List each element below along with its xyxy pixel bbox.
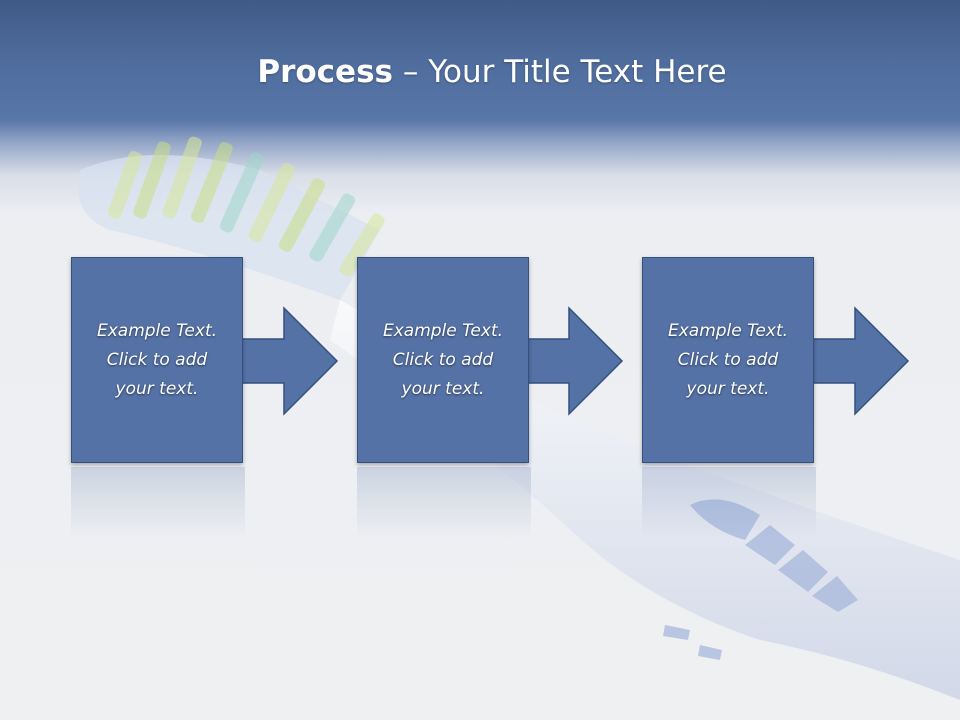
step-reflection: [71, 467, 245, 539]
arrow-right-icon: [521, 306, 624, 416]
slide-title[interactable]: Process – Your Title Text Here: [0, 54, 960, 90]
step-text-line: Example Text.: [667, 320, 789, 341]
step-reflection: [642, 467, 816, 539]
step-reflection: [357, 467, 531, 539]
step-box-3[interactable]: Example Text. Click to add your text.: [642, 257, 814, 463]
step-box-1[interactable]: Example Text. Click to add your text.: [71, 257, 243, 463]
arrow-right-icon: [236, 306, 339, 416]
step-text-line: Click to add: [392, 349, 494, 370]
step-text-line: Example Text.: [382, 320, 504, 341]
step-text-line: Click to add: [106, 349, 208, 370]
step-box-2[interactable]: Example Text. Click to add your text.: [357, 257, 529, 463]
step-text-line: Click to add: [677, 349, 779, 370]
arrow-right-icon: [807, 306, 910, 416]
step-text-line: your text.: [115, 378, 199, 399]
title-bold: Process: [257, 54, 393, 90]
step-text-line: Example Text.: [96, 320, 218, 341]
step-text-line: your text.: [686, 378, 770, 399]
step-text-line: your text.: [401, 378, 485, 399]
title-rest: – Your Title Text Here: [393, 54, 727, 90]
